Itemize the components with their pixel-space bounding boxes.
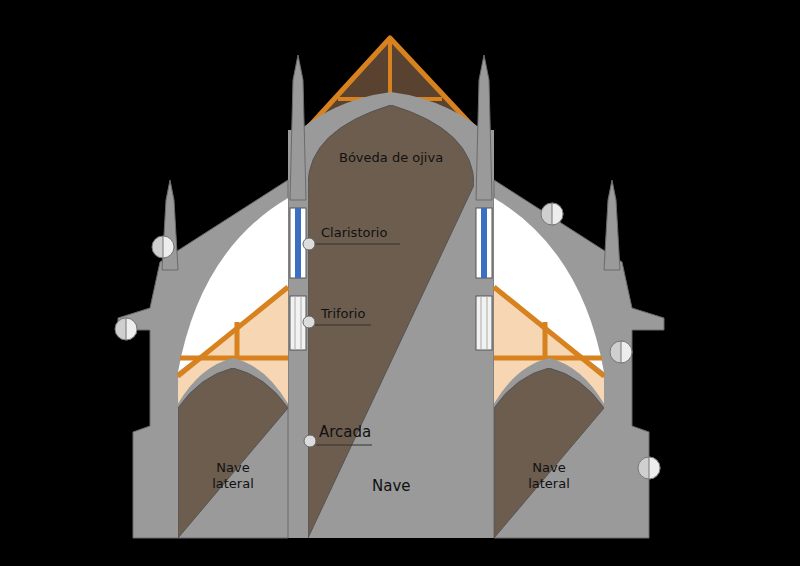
area-label: Bóveda de ojiva [339, 150, 443, 166]
area-label: Nave lateral [518, 460, 580, 493]
area-label: Nave lateral [202, 460, 264, 493]
area-label: Nave [372, 477, 411, 496]
vault-outline [308, 105, 474, 538]
side-aisle: Nave lateral [494, 368, 604, 538]
part-label: Triforio [321, 307, 365, 322]
part-label: Claristorio [321, 226, 387, 241]
nave: Bóveda de ojivaNave [308, 105, 474, 538]
vault-outline [178, 368, 288, 538]
vault-outline [494, 368, 604, 538]
side-aisle: Nave lateral [178, 368, 288, 538]
part-label: Arcada [319, 424, 371, 441]
